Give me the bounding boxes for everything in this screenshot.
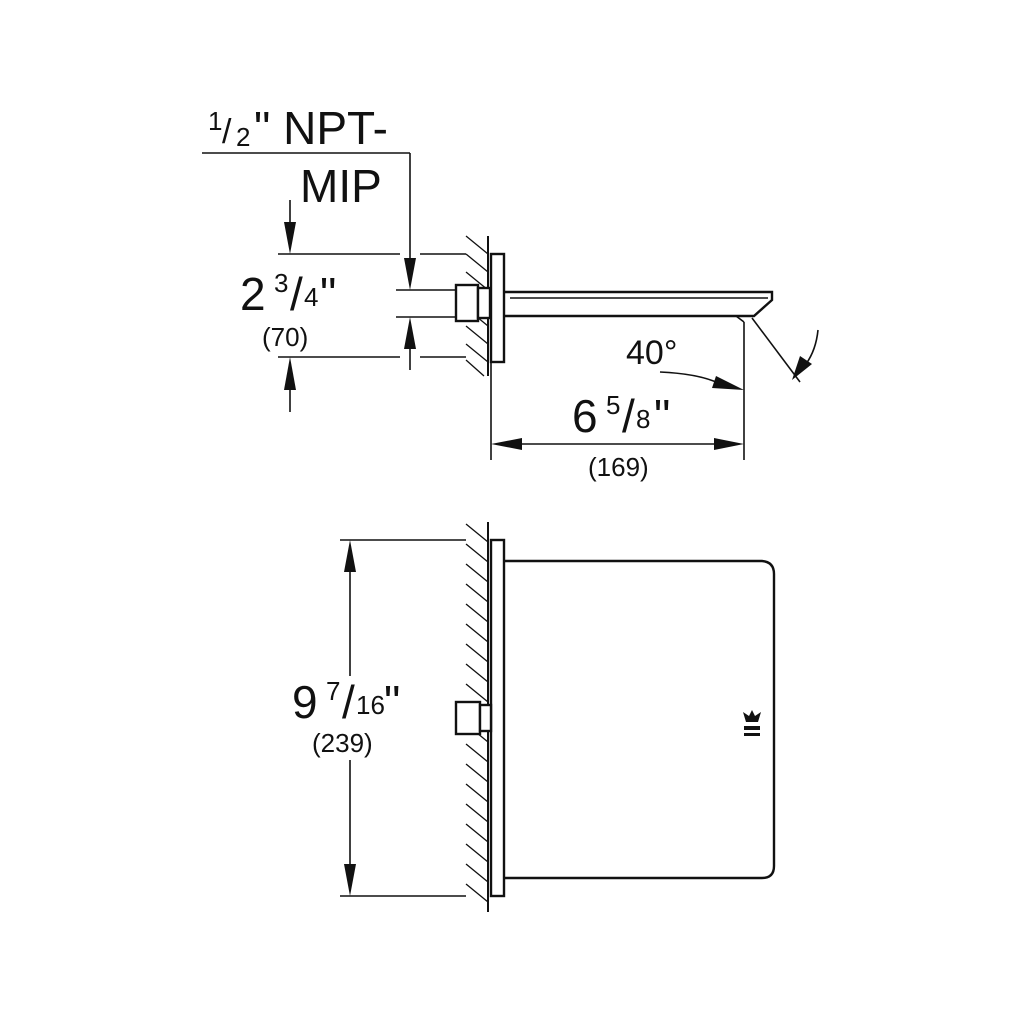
angle-value: 40° bbox=[626, 334, 677, 372]
projection-suffix: " bbox=[654, 390, 670, 442]
angle-label: 40° bbox=[626, 334, 677, 372]
plate-dimension-label: 9 7 / 16 " (239) bbox=[292, 676, 400, 758]
plate-numerator: 7 bbox=[326, 676, 340, 706]
projection-denominator: 8 bbox=[636, 404, 650, 434]
height-denominator: 4 bbox=[304, 282, 318, 312]
height-dimension-label: 2 3 / 4 " (70) bbox=[240, 268, 336, 352]
plate-suffix: " bbox=[384, 676, 400, 728]
brand-logo-icon bbox=[743, 710, 761, 736]
projection-metric: (169) bbox=[588, 452, 649, 482]
thread-slash: / bbox=[222, 113, 232, 151]
thread-numerator: 1 bbox=[208, 106, 222, 136]
spout-front bbox=[504, 559, 776, 880]
height-numerator: 3 bbox=[274, 268, 288, 298]
plate-metric: (239) bbox=[312, 728, 373, 758]
height-slash: / bbox=[290, 268, 303, 320]
plate-slash: / bbox=[342, 676, 355, 728]
height-whole: 2 bbox=[240, 268, 266, 320]
projection-numerator: 5 bbox=[606, 390, 620, 420]
spout-side bbox=[504, 290, 774, 318]
plate-denominator: 16 bbox=[356, 690, 385, 720]
thread-line2: MIP bbox=[300, 160, 382, 212]
thread-suffix: " NPT- bbox=[254, 102, 388, 154]
thread-denominator: 2 bbox=[236, 122, 250, 152]
height-metric: (70) bbox=[262, 322, 308, 352]
projection-whole: 6 bbox=[572, 390, 598, 442]
wall-plate-front bbox=[489, 538, 506, 898]
front-view bbox=[340, 522, 776, 912]
connector-fitting-front bbox=[454, 700, 482, 736]
side-view bbox=[202, 152, 819, 460]
wall-plate-side bbox=[489, 252, 506, 364]
projection-dimension-label: 6 5 / 8 " (169) bbox=[572, 390, 670, 482]
height-suffix: " bbox=[320, 268, 336, 320]
connector-fitting-side bbox=[454, 283, 480, 323]
projection-slash: / bbox=[622, 390, 635, 442]
plate-whole: 9 bbox=[292, 676, 318, 728]
thread-label: 1 / 2 " NPT- MIP bbox=[208, 102, 388, 212]
